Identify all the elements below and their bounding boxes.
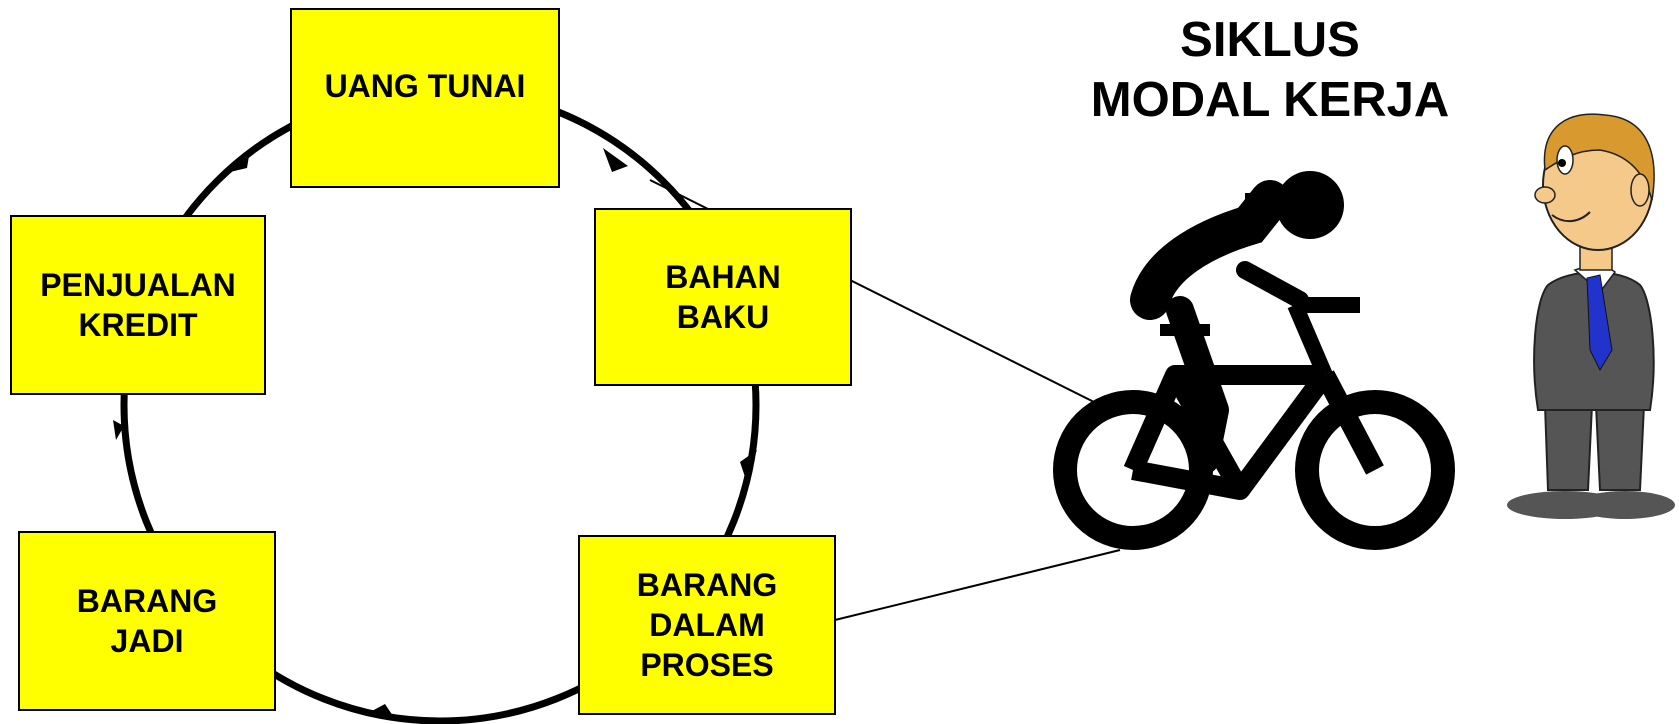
step-bahan-baku: BAHAN BAKU [594,208,852,386]
cyclist-icon [1053,171,1455,550]
diagram-title: SIKLUS MODAL KERJA [1090,13,1450,127]
flow-arrow-right [740,450,757,480]
businessman-icon [1507,113,1675,519]
step-uang-tunai: UANG TUNAI [290,8,560,188]
flow-arrow-left [113,420,124,440]
connector-line [834,549,1121,621]
flow-arrow-bottom [370,704,395,719]
step-penjualan-kredit: PENJUALAN KREDIT [10,215,266,395]
step-barang-jadi: BARANG JADI [18,531,276,711]
flow-arrow-top-right [603,148,628,172]
step-barang-dalam-proses: BARANG DALAM PROSES [578,535,836,715]
flow-arrow-top-left [230,150,250,172]
